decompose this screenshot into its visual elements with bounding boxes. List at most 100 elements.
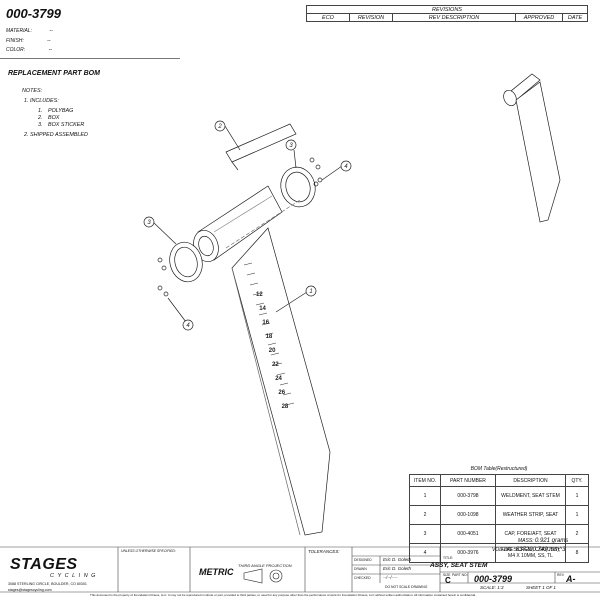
mass-row: MASS: 0.921 grams — [518, 538, 568, 544]
scale-mark: 14 — [259, 306, 266, 312]
end-cap-right-inner — [285, 171, 311, 203]
projection-label: THIRD ANGLE PROJECTION — [238, 563, 292, 568]
drawing-title: ASSY, SEAT STEM — [430, 562, 488, 569]
checked-value: --/--/---- — [383, 575, 398, 580]
notes-heading: NOTES: — [22, 88, 43, 94]
explode-centerline — [225, 199, 301, 249]
balloon-label: 1 — [309, 289, 312, 295]
bom-qty: 1 — [565, 486, 589, 506]
scale-mark: 16 — [262, 320, 269, 326]
designed-label: DESIGNED — [354, 558, 372, 562]
leader-4-left — [167, 297, 187, 323]
balloon-label: 4 — [186, 323, 190, 329]
note-item-1: 1. INCLUDES: — [24, 98, 59, 104]
header-divider — [0, 58, 180, 59]
balloon-callouts — [143, 120, 352, 331]
balloon-4-right — [340, 160, 352, 172]
material-row: MATERIAL: -- — [6, 28, 53, 34]
bom-qty: 1 — [565, 505, 589, 525]
bom-col-qty: QTY. — [565, 474, 589, 487]
bom-row: 2 000-1098 WEATHER STRIP, SEAT 1 — [409, 505, 589, 525]
note-item-2: 2. SHIPPED ASSEMBLED — [24, 132, 88, 138]
bom-desc: FLAT SCREW, CSK(CSS), M4 X 10MM, SS, TL — [495, 543, 566, 563]
volume-label: VOLUME: — [492, 547, 515, 553]
sheet-count: SHEET 1 OF 1 — [526, 585, 556, 590]
balloon-label: 3 — [147, 220, 151, 226]
company-email: stages@stagescycling.com — [8, 588, 52, 592]
unless-note: UNLESS OTHERWISE SPECIFIED: — [121, 549, 176, 553]
mass-label: MASS: — [518, 538, 534, 544]
include-item: 2.BOX — [38, 115, 60, 121]
end-cap-right — [280, 166, 316, 208]
end-cap-left-inner — [174, 246, 198, 278]
color-row: COLOR: -- — [6, 47, 52, 53]
bom-table: BOM Table(Restructured) ITEM NO. PART NU… — [409, 464, 589, 563]
screws-left — [157, 257, 169, 297]
leader-4-right — [321, 165, 343, 181]
bom-item: 4 — [409, 543, 441, 563]
weather-strip-edge — [231, 161, 239, 171]
iso-view-stem — [515, 81, 561, 223]
end-cap-left — [169, 241, 203, 283]
weather-strip — [225, 123, 297, 163]
bom-col-part: PART NUMBER — [440, 474, 496, 487]
bom-item: 2 — [409, 505, 441, 525]
include-item: 3.BOX STICKER — [38, 122, 85, 128]
notes-block: NOTES: 1. INCLUDES: 1.POLYBAG 2.BOX 3.BO… — [22, 88, 88, 139]
bom-qty: 8 — [565, 543, 589, 563]
leader-2 — [224, 125, 241, 151]
scale-mark: 22 — [272, 362, 279, 368]
finish-row: FINISH: -- — [6, 38, 51, 44]
partno-label: PART NO: — [452, 573, 468, 577]
balloon-label: 2 — [217, 124, 222, 130]
scale-mark: 20 — [269, 348, 276, 354]
balloon-label: 3 — [289, 143, 293, 149]
scale-mark: 12 — [256, 292, 263, 298]
finish-label: FINISH: — [6, 38, 24, 44]
bom-qty: 2 — [565, 524, 589, 544]
bom-item: 1 — [409, 486, 441, 506]
balloon-3-right — [285, 139, 297, 151]
bom-desc: WELDMENT, SEAT STEM — [495, 486, 566, 506]
stem-tube-bore — [198, 235, 214, 257]
bom-item: 3 — [409, 524, 441, 544]
balloon-label: 4 — [344, 164, 348, 170]
bom-part: 000-4051 — [440, 524, 496, 544]
bom-row: 1 000-3798 WELDMENT, SEAT STEM 1 — [409, 486, 589, 506]
volume-value: 637200.749 mm^3 — [515, 547, 566, 553]
bom-desc: WEATHER STRIP, SEAT — [495, 505, 566, 525]
include-item: 1.POLYBAG — [38, 108, 74, 114]
title-revision: A- — [566, 574, 576, 584]
material-value: -- — [49, 28, 53, 34]
stem-scale-ticks — [243, 262, 295, 406]
stem-edge-line — [231, 267, 301, 536]
do-not-scale: DO NOT SCALE DRAWING — [385, 585, 428, 589]
stages-logo-sub: CYCLING — [50, 573, 99, 579]
iso-view-tube-end — [503, 89, 517, 107]
mass-value: 0.921 grams — [534, 538, 569, 544]
rev-col-date: DATE — [562, 13, 588, 22]
third-angle-projection-icon — [243, 568, 283, 584]
bom-part: 000-3798 — [440, 486, 496, 506]
balloon-4-left — [182, 319, 194, 331]
scale-mark: 28 — [282, 404, 289, 410]
drawing-part-number: 000-3799 — [6, 6, 61, 21]
bom-col-item: ITEM NO. — [409, 474, 441, 487]
bom-row: 3 000-4051 CAP, FORE/AFT, SEAT 2 — [409, 524, 589, 544]
balloon-2 — [214, 120, 226, 132]
material-label: MATERIAL: — [6, 28, 33, 34]
property-note: This document is the property of Foundat… — [90, 593, 476, 597]
bom-row: 4 000-3976 FLAT SCREW, CSK(CSS), M4 X 10… — [409, 543, 589, 563]
tolerances-label: TOLERANCES: — [308, 549, 340, 554]
bom-col-description: DESCRIPTION — [495, 474, 566, 487]
tube-highlight — [213, 195, 273, 233]
leader-1 — [275, 291, 308, 313]
balloon-1 — [305, 285, 317, 297]
bom-caption: BOM Table(Restructured) — [470, 466, 528, 472]
leader-3-right — [293, 149, 297, 169]
color-label: COLOR: — [6, 47, 26, 53]
volume-row: VOLUME: 637200.749 mm^3 — [492, 547, 565, 553]
drawn-label: DRAWN — [354, 567, 367, 571]
scale-mark: 18 — [266, 334, 273, 340]
